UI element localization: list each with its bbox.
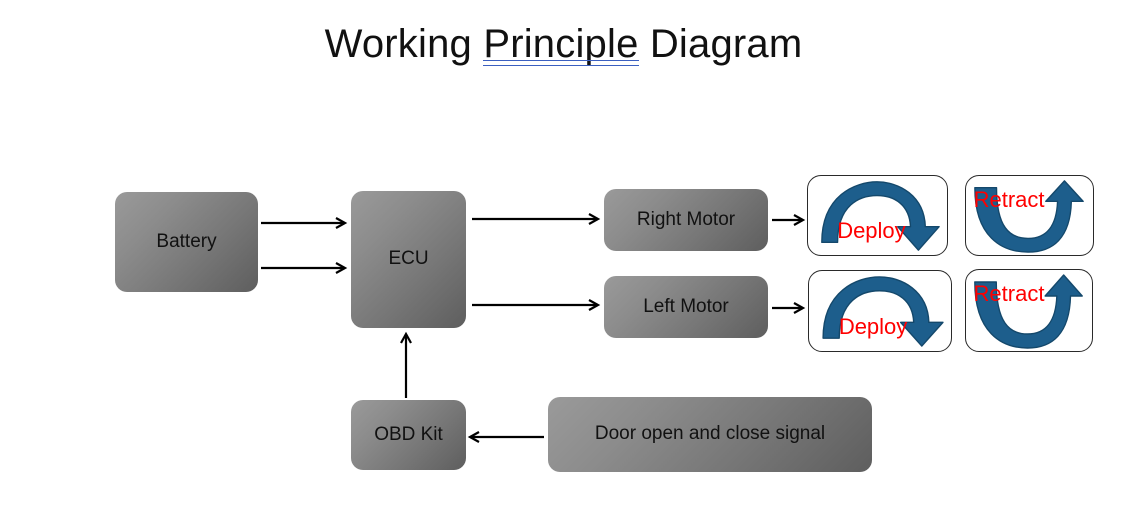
node-label: Door open and close signal	[594, 423, 826, 445]
node-label: OBD Kit	[374, 423, 443, 445]
connector-battery-to-ecu-top	[261, 217, 348, 229]
connector-door-signal-to-obd	[467, 431, 544, 443]
card-deploy-right[interactable]: Deploy	[807, 175, 948, 256]
node-left-motor[interactable]: Left Motor	[604, 276, 768, 338]
node-label: ECU	[388, 248, 429, 270]
connector-right-motor-to-deploy	[772, 214, 806, 226]
connector-left-motor-to-deploy	[772, 302, 806, 314]
node-label: Battery	[156, 230, 217, 252]
node-ecu[interactable]: ECU	[351, 191, 466, 328]
connector-ecu-to-right-motor	[472, 213, 601, 225]
page-title-suffix: Diagram	[638, 22, 803, 66]
node-battery[interactable]: Battery	[115, 192, 258, 292]
connector-ecu-to-left-motor	[472, 299, 601, 311]
card-caption: Retract	[973, 280, 1045, 306]
card-caption: Retract	[973, 186, 1045, 212]
page-title-misspelled-word: Principle	[483, 22, 639, 66]
card-retract-right[interactable]: Retract	[965, 175, 1094, 256]
connector-battery-to-ecu-bottom	[261, 262, 348, 274]
connector-obd-to-ecu	[400, 331, 412, 398]
node-label: Left Motor	[643, 295, 729, 317]
page-title-prefix: Working	[324, 22, 484, 66]
node-obd-kit[interactable]: OBD Kit	[351, 400, 466, 470]
page-title: Working Principle Diagram	[0, 22, 1127, 67]
card-deploy-left[interactable]: Deploy	[808, 270, 952, 352]
node-door-signal[interactable]: Door open and close signal	[548, 397, 872, 472]
node-label: Right Motor	[636, 208, 736, 230]
card-caption: Deploy	[838, 313, 908, 339]
node-right-motor[interactable]: Right Motor	[604, 189, 768, 251]
card-retract-left[interactable]: Retract	[965, 269, 1093, 352]
card-caption: Deploy	[837, 218, 906, 244]
